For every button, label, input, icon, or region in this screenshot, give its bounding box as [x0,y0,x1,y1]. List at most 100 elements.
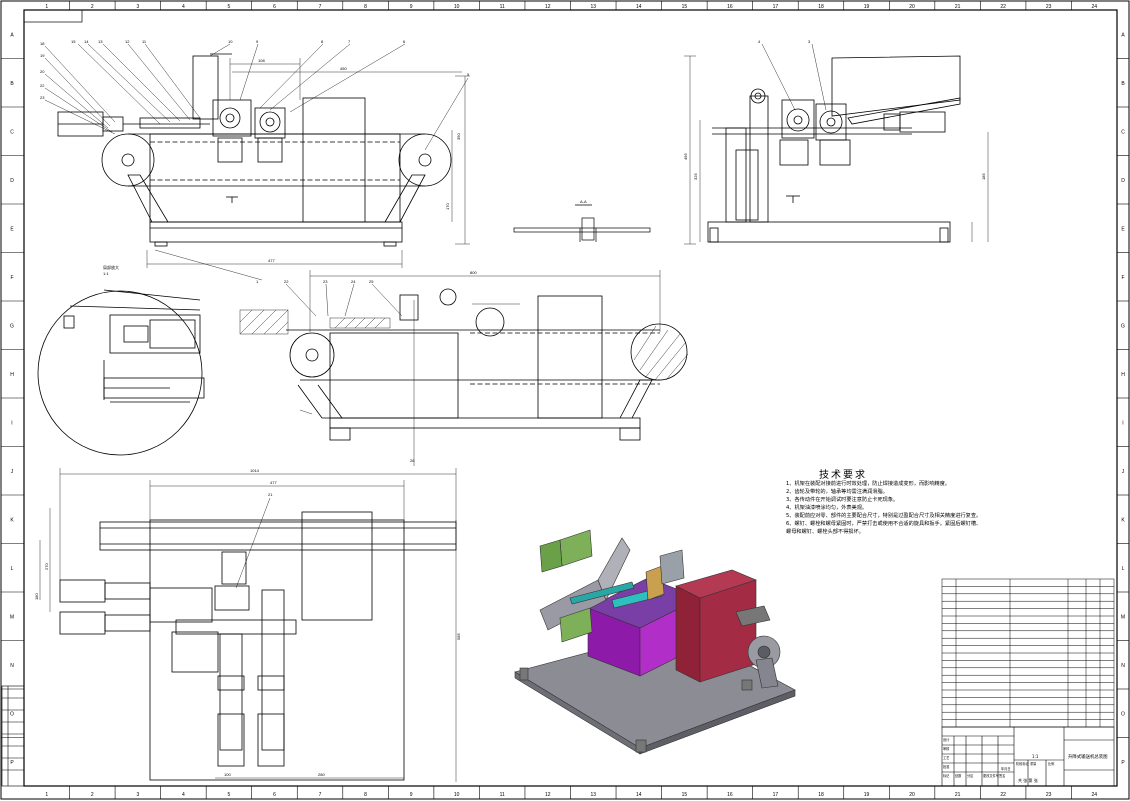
column-zone-label: 12 [545,792,551,798]
row-zone-label: E [1121,226,1125,232]
svg-text:9: 9 [256,39,259,44]
svg-text:585: 585 [456,633,461,640]
technical-requirements-title: 技术要求 [819,470,867,481]
row-zone-label: B [1121,81,1125,87]
column-zone-label: 9 [410,4,413,10]
title-block-label: 审核 [943,746,950,751]
column-zone-label: 11 [500,4,505,10]
row-zone-label: C [1121,129,1125,135]
svg-text:180: 180 [34,593,39,600]
svg-text:325: 325 [693,173,698,180]
title-block-label: 更改文件号 [983,773,999,778]
title-block-label: 阶段标记 [1016,761,1030,766]
title-block-label: 分区 [967,773,974,778]
svg-text:23: 23 [40,95,45,100]
tech-note-line: 2、齿轮及带轮的，轴承等均需注满润滑脂。 [786,489,888,495]
parts-list-table [941,578,1115,728]
column-zone-label: 13 [590,792,596,798]
tech-note-line: 6、螺钉、螺栓和螺母紧固时，严禁打击或使用不合适的旋具和扳手。紧固后螺钉槽、 [786,521,982,527]
row-zone-label: D [10,178,14,184]
column-zone-label: 24 [1091,792,1097,798]
svg-text:495: 495 [683,153,688,160]
title-block-label: 标记 [943,773,950,778]
svg-text:5: 5 [467,72,470,77]
column-zone-label: 14 [636,4,642,10]
column-zone-label: 5 [228,4,231,10]
side-view [707,55,961,243]
column-zone-label: 24 [1091,4,1097,10]
column-zone-label: 23 [1046,4,1052,10]
column-zone-label: 12 [545,4,551,10]
drawing-title: 升降式输送机总装图 [1068,753,1108,760]
column-zone-ticks [69,1,1072,799]
row-zone-label: J [11,469,14,475]
tech-note-line: 螺母和螺钉、螺栓头部不得损坏。 [786,529,864,535]
column-zone-label: 8 [364,4,367,10]
column-zone-label: 4 [182,792,185,798]
svg-text:18: 18 [40,41,45,46]
side-view-dimensions [684,43,989,245]
section-label: A-A [580,199,587,204]
column-zone-label: 2 [91,4,94,10]
row-zone-label: C [10,129,14,135]
column-zone-label: 18 [818,4,824,10]
tech-note-line: 3、各传动件在开始调试时要注意防止卡死现象。 [786,497,899,503]
section-view [286,288,688,441]
svg-text:1014: 1014 [250,468,260,473]
row-zone-label: B [10,81,14,87]
column-zone-label: 1 [45,4,48,10]
isometric-3d-view [514,529,796,755]
title-block-label: 签名 [999,773,1005,778]
row-zone-label: F [10,275,13,281]
svg-text:170: 170 [445,203,450,210]
title-block-label: 设计 [943,737,950,742]
row-zone-label: G [10,323,14,329]
row-zone-label: J [1122,469,1125,475]
column-zone-label: 15 [682,4,688,10]
svg-text:21: 21 [268,492,273,497]
row-zone-label: F [1121,275,1124,281]
row-zone-label: O [1121,711,1125,717]
svg-text:19: 19 [40,53,45,58]
svg-text:6: 6 [403,39,406,44]
title-block-labels: 标记处数分区更改文件号签名年月日设计审核工艺批准阶段标记重量比例 [943,737,1054,778]
row-zone-label: K [1121,517,1125,523]
title-block [941,726,1115,787]
svg-text:22: 22 [284,279,289,284]
svg-text:477: 477 [268,258,275,263]
column-zone-label: 22 [1000,4,1006,10]
column-zone-label: 20 [909,4,915,10]
row-zone-label: K [10,517,14,523]
drawing-scale: 1:1 [1032,754,1039,759]
svg-text:800: 800 [470,270,477,275]
column-zone-label: 22 [1000,792,1006,798]
column-zone-label: 17 [773,792,779,798]
svg-text:350: 350 [456,133,461,140]
circle-detail-view [37,289,205,456]
svg-text:100: 100 [224,772,231,777]
section-view-dimensions [285,270,661,466]
svg-text:23: 23 [323,279,328,284]
row-zone-label: A [10,32,14,38]
row-zone-label: O [10,711,14,717]
drawing-number-box [23,9,83,23]
svg-text:12: 12 [125,39,130,44]
svg-text:10: 10 [228,39,233,44]
plan-view-dim-values: 1014 477 585 270 180 100 280 21 [34,468,461,777]
column-zone-label: 8 [364,792,367,798]
title-block-label: 工艺 [943,755,949,760]
row-zone-label: P [1121,760,1125,766]
tech-note-line: 5、装配前应对零、部件的主要配合尺寸，特别是过盈配合尺寸及相关精度进行复查。 [786,513,982,519]
svg-text:15: 15 [71,39,76,44]
row-zone-label: N [1121,663,1125,669]
row-zone-label: H [1121,372,1125,378]
column-zone-label: 23 [1046,792,1052,798]
column-zone-label: 9 [410,792,413,798]
column-zone-label: 2 [91,792,94,798]
plan-view [59,511,457,781]
column-zone-label: 11 [500,792,505,798]
